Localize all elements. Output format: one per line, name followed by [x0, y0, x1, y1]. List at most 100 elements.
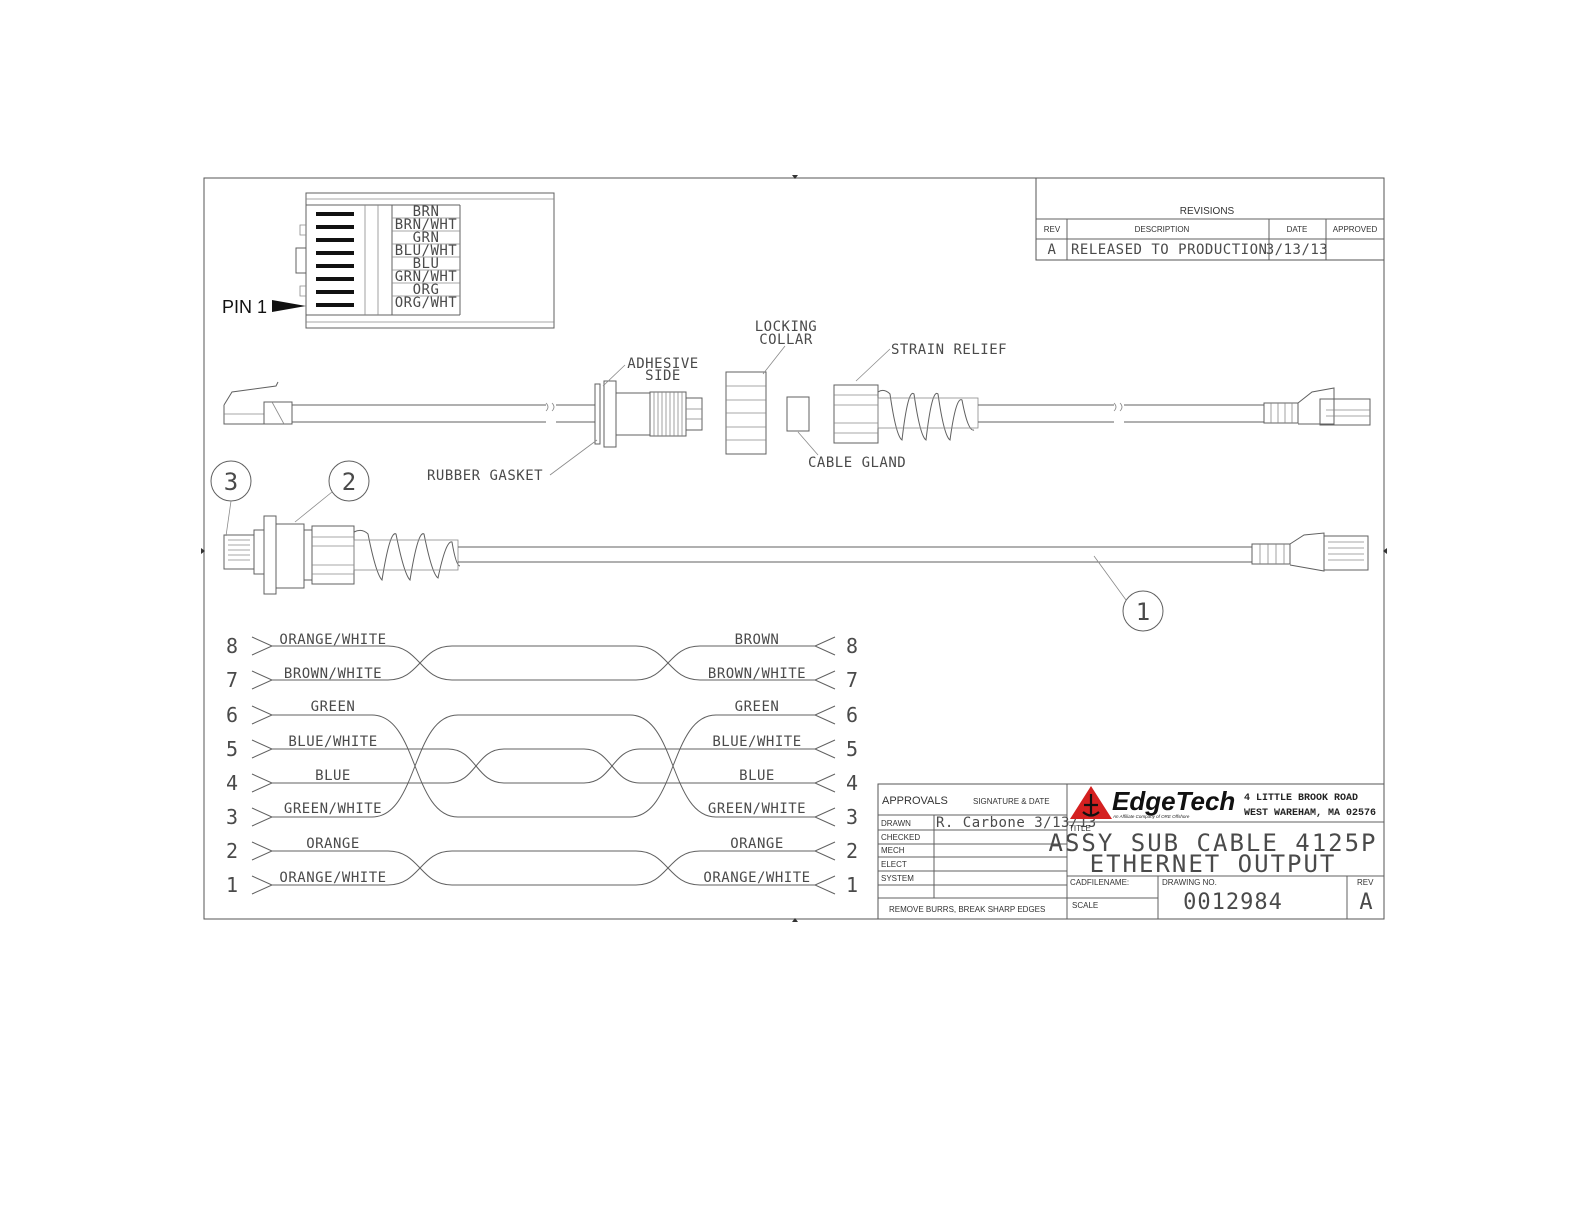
- assembled-strain-relief-spring: [353, 529, 461, 582]
- pinout-wire-5: BLU: [413, 256, 440, 272]
- balloon-1: [1122, 590, 1164, 632]
- left-wire-6-color: GREEN: [311, 699, 356, 715]
- rev-value: A: [1359, 890, 1372, 915]
- right-pin-7: 7: [846, 668, 858, 692]
- right-pin-4: 4: [846, 771, 858, 795]
- checked-label: CHECKED: [881, 833, 920, 842]
- address-line-2: WEST WAREHAM, MA 02576: [1244, 808, 1376, 819]
- right-wire-4-color: BLUE: [739, 768, 775, 784]
- locking-collar-label: LOCKING: [755, 319, 818, 335]
- scale-label: SCALE: [1072, 901, 1098, 910]
- balloon-2: [328, 460, 370, 502]
- strain-relief-nut: [833, 384, 879, 444]
- right-pin-3: 3: [846, 805, 858, 829]
- right-wire-6-color: GREEN: [735, 699, 780, 715]
- elect-label: ELECT: [881, 860, 907, 869]
- pin1-label: PIN 1: [222, 297, 267, 317]
- left-wire-2-color: ORANGE: [306, 836, 360, 852]
- right-wire-8-color: BROWN: [735, 632, 780, 648]
- description-header: DESCRIPTION: [1135, 225, 1190, 234]
- drawing-title-line-2: ETHERNET OUTPUT: [1090, 850, 1337, 878]
- center-mark-bottom: [792, 918, 798, 922]
- cadfilename-label: CADFILENAME:: [1070, 878, 1129, 887]
- bulkhead-threads: [649, 391, 687, 437]
- balloon-2-number: 2: [342, 468, 356, 496]
- address-line-1: 4 LITTLE BROOK ROAD: [1244, 793, 1358, 804]
- rev-label: REV: [1357, 878, 1374, 887]
- cable-gland-label: CABLE GLAND: [808, 455, 906, 471]
- pinout-wire-8: ORG/WHT: [395, 295, 458, 311]
- left-pin-6: 6: [226, 703, 238, 727]
- title-label: TITLE: [1069, 824, 1091, 833]
- assembled-strain-relief-nut: [311, 525, 355, 585]
- balloon-3-number: 3: [224, 468, 238, 496]
- left-pin-7: 7: [226, 668, 238, 692]
- rj45-pinout-diagram: BRN BRN/WHT GRN BLU/WHT BLU GRN/WHT ORG …: [222, 192, 555, 329]
- revision-row-rev: A: [1048, 242, 1057, 258]
- system-label: SYSTEM: [881, 874, 914, 883]
- revision-row-description: RELEASED TO PRODUCTION: [1071, 242, 1267, 258]
- assembled-right-plug: [1323, 535, 1369, 571]
- right-pin-8: 8: [846, 634, 858, 658]
- adhesive-side-label-2: SIDE: [645, 368, 681, 384]
- drawn-by-value: R. Carbone 3/13/13: [936, 815, 1097, 831]
- left-wire-3-color: GREEN/WHITE: [284, 801, 382, 817]
- right-wire-1-color: ORANGE/WHITE: [703, 870, 810, 886]
- rev-header: REV: [1044, 225, 1061, 234]
- left-pin-4: 4: [226, 771, 238, 795]
- logo-anchor-icon: [1082, 794, 1100, 817]
- company-tagline: An Affiliate Company of ORE Offshore: [1112, 814, 1190, 819]
- strain-relief-label: STRAIN RELIEF: [891, 342, 1007, 358]
- cable-gland: [786, 396, 810, 432]
- bulkhead-body: [615, 392, 651, 436]
- drawing-title-line-1: ASSY SUB CABLE 4125P: [1049, 829, 1378, 857]
- revisions-title: REVISIONS: [1180, 206, 1235, 217]
- balloon-1-number: 1: [1136, 598, 1150, 626]
- left-pin-8: 8: [226, 634, 238, 658]
- mech-label: MECH: [881, 846, 905, 855]
- left-wire-1-color: ORANGE/WHITE: [279, 870, 386, 886]
- gasket-flange: [603, 380, 617, 448]
- drawing-no-label: DRAWING NO.: [1162, 878, 1217, 887]
- left-pin-5: 5: [226, 737, 238, 761]
- right-wire-2-color: ORANGE: [730, 836, 784, 852]
- assembled-collar: [275, 523, 305, 589]
- locking-collar-label-2: COLLAR: [759, 332, 813, 348]
- pinout-wire-3: GRN: [413, 230, 440, 246]
- right-pin-5: 5: [846, 737, 858, 761]
- edgetech-logo: EdgeTech An Affiliate Company of ORE Off…: [1070, 786, 1235, 819]
- assembled-gasket: [263, 515, 277, 595]
- wiring-diagram: 8 7 6 5 4 3 2 1 8 7 6 5 4 3 2 1 ORANGE/W…: [226, 632, 858, 897]
- right-rj45-plug: [1263, 387, 1371, 426]
- pinout-wire-6: GRN/WHT: [395, 269, 458, 285]
- approved-header: APPROVED: [1333, 225, 1378, 234]
- adhesive-side-label: ADHESIVE: [627, 356, 698, 372]
- exploded-cable-view: LOCKING COLLAR ADHESIVE SIDE STRAIN RELI…: [223, 319, 1371, 484]
- rubber-gasket-label: RUBBER GASKET: [427, 468, 543, 484]
- assembled-cable-view: 3 2 1: [210, 460, 1369, 632]
- pinout-wire-7: ORG: [413, 282, 440, 298]
- left-wire-7-color: BROWN/WHITE: [284, 666, 382, 682]
- pinout-wire-2: BRN/WHT: [395, 217, 458, 233]
- left-pin-3: 3: [226, 805, 238, 829]
- left-pin-1: 1: [226, 873, 238, 897]
- drawing-number: 0012984: [1183, 890, 1283, 915]
- pin1-arrow-icon: [272, 300, 306, 312]
- right-wire-7-color: BROWN/WHITE: [708, 666, 806, 682]
- crossover-wires: [272, 645, 815, 886]
- rubber-gasket: [594, 383, 601, 445]
- revision-row-date: 3/13/13: [1266, 242, 1329, 258]
- left-wire-8-color: ORANGE/WHITE: [279, 632, 386, 648]
- remove-burrs-note: REMOVE BURRS, BREAK SHARP EDGES: [889, 905, 1045, 914]
- right-pin-6: 6: [846, 703, 858, 727]
- center-mark-left: [201, 548, 205, 554]
- right-pin-1: 1: [846, 873, 858, 897]
- left-rj45-plug: [223, 381, 293, 425]
- title-block: APPROVALS SIGNATURE & DATE DRAWN R. Carb…: [877, 783, 1385, 920]
- thread-lines: [653, 392, 683, 436]
- sheet-border: [203, 177, 1385, 920]
- left-pin-2: 2: [226, 839, 238, 863]
- signature-date-label: SIGNATURE & DATE: [973, 797, 1050, 806]
- left-wire-5-color: BLUE/WHITE: [288, 734, 377, 750]
